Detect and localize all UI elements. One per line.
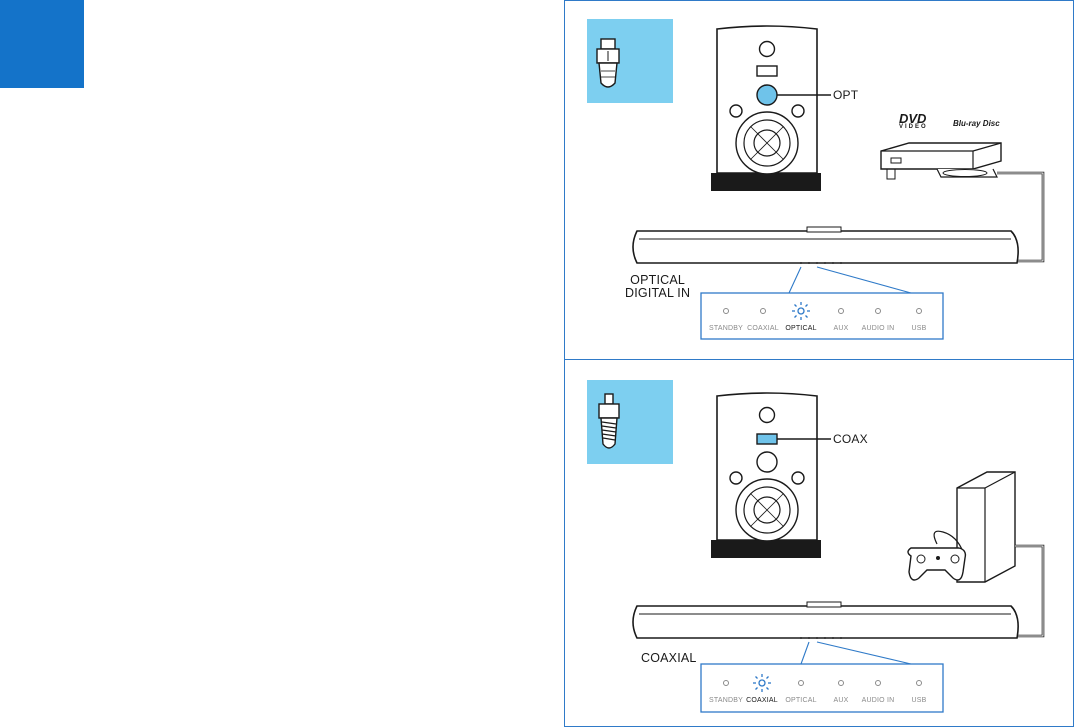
indicator-coaxial: COAXIAL	[746, 697, 778, 704]
optical-input-label: OPTICAL DIGITAL IN	[625, 274, 690, 300]
indicator-aux: AUX	[833, 697, 849, 704]
optical-input-label-line2: DIGITAL IN	[625, 286, 691, 300]
indicator-standby: STANDBY	[709, 325, 743, 332]
indicator-optical: OPTICAL	[785, 697, 817, 704]
bluray-logo: Blu-ray Disc	[953, 119, 1000, 128]
port-label-coax: COAX	[833, 432, 868, 446]
game-console-icon	[907, 471, 1016, 583]
indicator-aux: AUX	[833, 325, 849, 332]
indicator-audio-in: AUDIO IN	[861, 325, 895, 332]
optical-active-indicator	[792, 302, 810, 320]
speaker-rear-panel	[711, 25, 821, 191]
soundbar	[632, 226, 1019, 264]
dvd-logo-text: DVD	[899, 111, 927, 126]
optical-diagram	[587, 19, 1045, 340]
indicator-optical: OPTICAL	[785, 325, 817, 332]
coaxial-diagram	[587, 380, 1045, 713]
port-label-opt: OPT	[833, 88, 859, 102]
dvd-bluray-player-icon	[880, 142, 1002, 180]
soundbar	[632, 601, 1019, 639]
indicator-audio-in: AUDIO IN	[861, 697, 895, 704]
dvd-logo-sub: VIDEO	[899, 124, 928, 130]
indicator-usb: USB	[911, 697, 927, 704]
indicator-coaxial: COAXIAL	[747, 325, 779, 332]
coaxial-active-indicator	[753, 674, 771, 692]
optical-connector-icon	[587, 19, 673, 103]
speaker-rear-panel	[711, 392, 821, 558]
section-marker	[0, 0, 84, 88]
coaxial-connector-icon	[587, 380, 673, 464]
indicator-standby: STANDBY	[709, 697, 743, 704]
optical-input-label-line1: OPTICAL	[630, 273, 686, 287]
coaxial-input-label: COAXIAL	[641, 652, 697, 665]
coaxial-input-label-line1: COAXIAL	[641, 651, 697, 665]
indicator-usb: USB	[911, 325, 927, 332]
coaxial-connection-panel: COAX COAXIAL STANDBY COAXIAL OPTICAL AUX…	[564, 359, 1074, 727]
